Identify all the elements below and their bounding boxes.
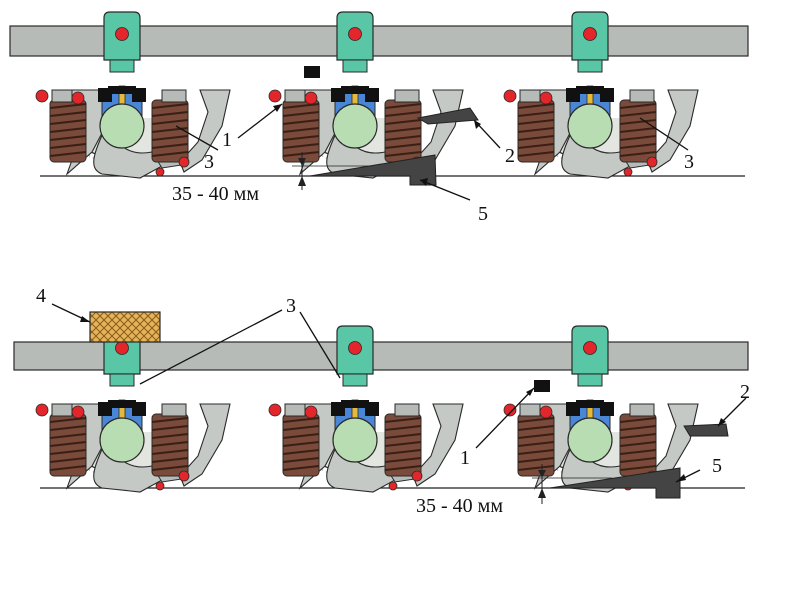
bottom-jack-1 xyxy=(534,380,550,392)
bottom-label-4: 4 xyxy=(36,285,46,307)
bottom-dimension-label: 35 - 40 мм xyxy=(416,495,503,517)
bottom-label-5: 5 xyxy=(712,455,722,477)
top-scene: 1 2 3 3 5 35 - 40 мм xyxy=(9,11,749,225)
top-label-1: 1 xyxy=(222,129,232,151)
bottom-label-2: 2 xyxy=(740,381,750,403)
top-stop-block-2 xyxy=(416,107,479,125)
top-label-3-left: 3 xyxy=(204,151,214,173)
top-dimension-label: 35 - 40 мм xyxy=(172,183,259,205)
top-label-5: 5 xyxy=(478,203,488,225)
top-label-3-right: 3 xyxy=(684,151,694,173)
bottom-label-3: 3 xyxy=(286,295,296,317)
top-jack-1 xyxy=(304,66,320,78)
top-label-2: 2 xyxy=(505,145,515,167)
bottom-label-1: 1 xyxy=(460,447,470,469)
bottom-wedge-5 xyxy=(549,467,681,499)
load-block-4 xyxy=(89,311,161,343)
bottom-scene: 4 3 1 2 5 35 - 40 мм xyxy=(13,285,750,517)
bottom-stop-block-2 xyxy=(683,423,729,437)
top-wedge-5 xyxy=(309,154,437,186)
